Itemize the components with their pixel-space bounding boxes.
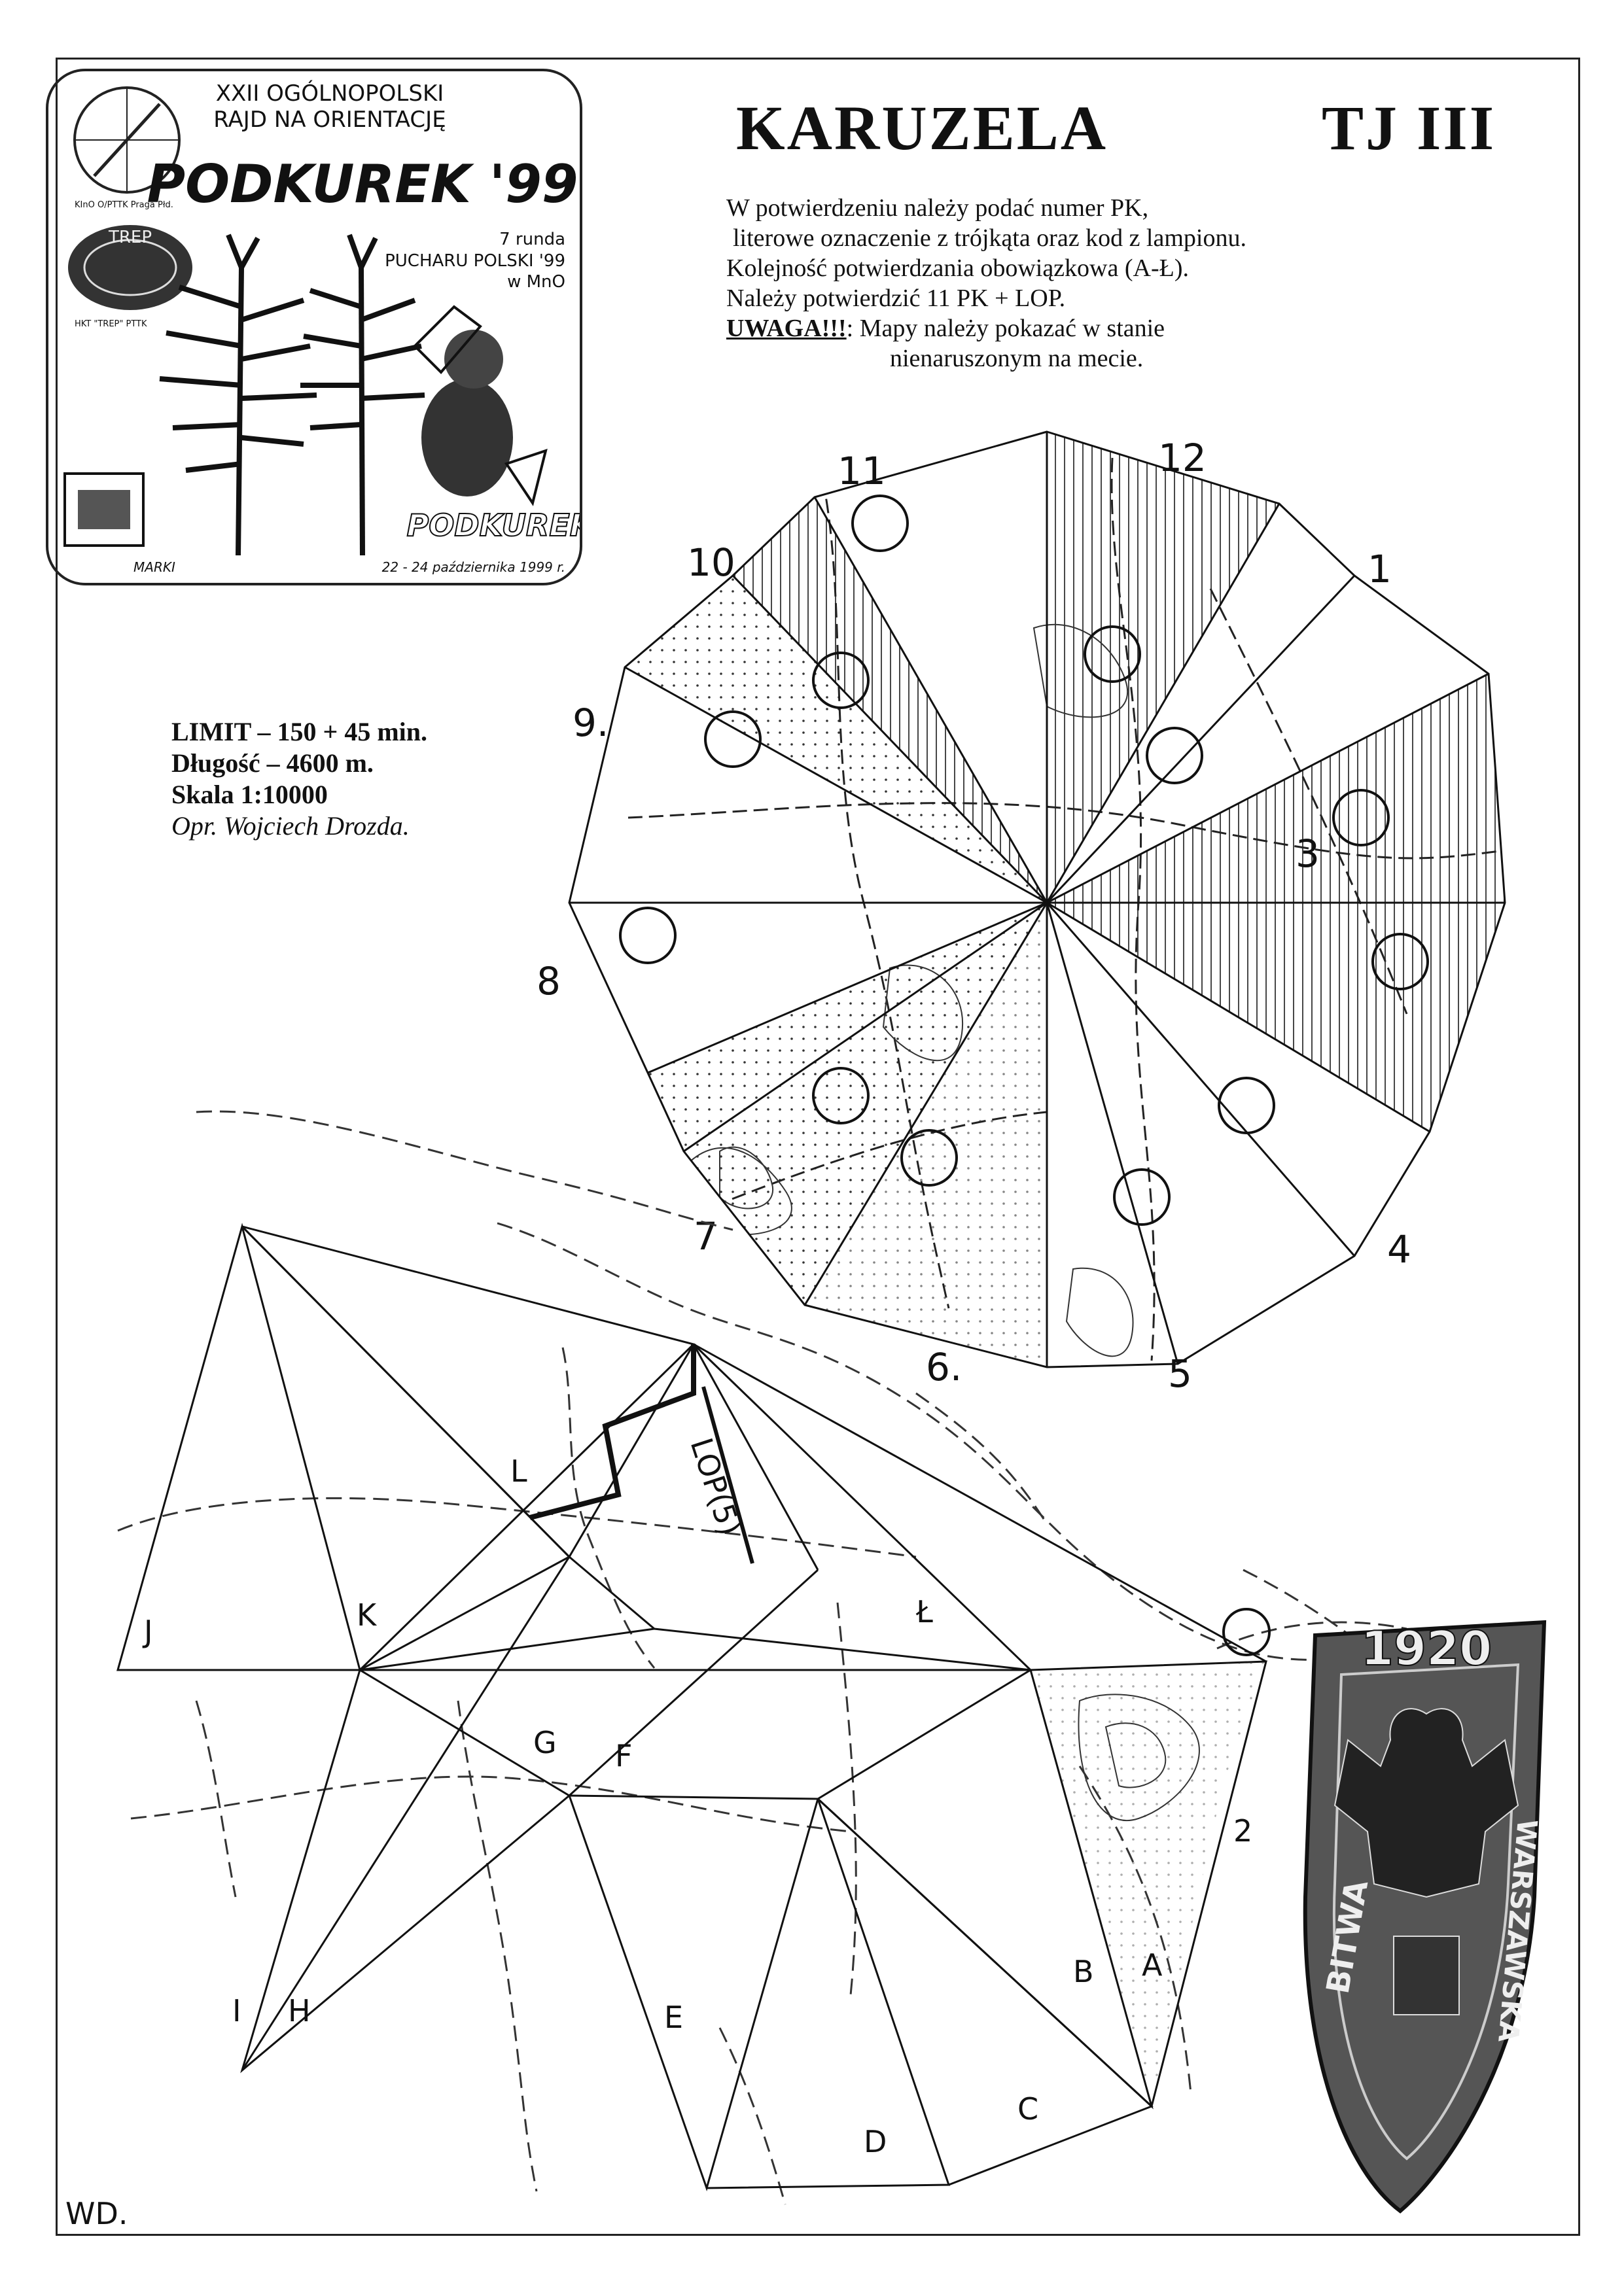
instruction-line: W potwierdzeniu należy podać numer PK, xyxy=(726,194,1149,222)
logo-town: MARKI xyxy=(133,559,175,575)
control-point-3b xyxy=(1371,933,1429,990)
lop-label: LOP(5) xyxy=(684,1434,749,1540)
logo-cup: PUCHARU POLSKI '99 xyxy=(385,251,565,271)
sector-label-8: 8 xyxy=(537,959,561,1003)
category-label: TJ III xyxy=(1322,93,1496,163)
sector-label-5: 5 xyxy=(1168,1351,1192,1396)
logo-discipline: w MnO xyxy=(507,272,565,292)
sector-label-4: 4 xyxy=(1387,1227,1411,1272)
logo-org1: KInO O/PTTK Praga Płd. xyxy=(75,200,173,210)
karuzela-rosette: 1 3 4 5 6. 7 8 9. 10 11 12 xyxy=(537,430,1506,1396)
mascot-icon xyxy=(413,305,548,506)
logo-event-name: PODKUREK '99 xyxy=(147,154,578,215)
instruction-line: Należy potwierdzić 11 PK + LOP. xyxy=(726,285,1066,312)
page-frame xyxy=(56,58,1580,2236)
sector-numbers: 1 3 4 5 6. 7 8 9. 10 11 12 xyxy=(537,436,1411,1396)
control-point-1 xyxy=(1084,625,1141,683)
sector-label-1: 1 xyxy=(1368,547,1392,591)
letter-A: A xyxy=(1142,1947,1163,1983)
sector-label-10: 10 xyxy=(687,540,735,585)
letter-J: J xyxy=(142,1614,153,1649)
battle-stamp: 1920 BITWA WARSZAWSKA xyxy=(1303,1620,1547,2214)
town-crest-icon xyxy=(63,472,145,547)
letter-E: E xyxy=(664,2000,683,2035)
scale-text: Skala 1:10000 xyxy=(171,780,328,809)
event-logo-art: TREP XXII OGÓLNOPOLSKI RAJD NA ORIENTACJ… xyxy=(63,80,580,575)
author-initials: WD. xyxy=(65,2196,128,2231)
control-point-4 xyxy=(1218,1077,1275,1134)
control-point-circles xyxy=(619,495,1429,1226)
letter-K: K xyxy=(357,1597,378,1633)
logo-line1: XXII OGÓLNOPOLSKI xyxy=(216,80,444,107)
letter-F: F xyxy=(615,1738,632,1773)
control-point-6 xyxy=(900,1129,958,1187)
sector-label-12: 12 xyxy=(1158,436,1207,480)
length-text: Długość – 4600 m. xyxy=(171,748,374,778)
stamp-year: 1920 xyxy=(1361,1621,1492,1676)
letter-B: B xyxy=(1073,1954,1094,1989)
letter-Ł: Ł xyxy=(915,1594,933,1629)
logo-mascot-label: PODKUREK xyxy=(407,508,580,543)
sector-label-7: 7 xyxy=(694,1214,718,1259)
logo-dates: 22 - 24 października 1999 r. xyxy=(382,559,565,575)
sector-label-9: 9. xyxy=(573,701,609,745)
letter-L: L xyxy=(510,1453,527,1489)
rosette-spokes xyxy=(568,430,1506,1368)
warning-text: : Mapy należy pokazać w stanie xyxy=(846,315,1165,342)
letter-G: G xyxy=(533,1725,557,1760)
lop-path xyxy=(529,1344,696,1520)
limit-text: LIMIT – 150 + 45 min. xyxy=(171,717,427,746)
control-point-11 xyxy=(851,495,909,552)
sector-label-6: 6. xyxy=(926,1345,962,1389)
warning-line-2: nienaruszonym na mecie. xyxy=(890,345,1144,372)
letter-D: D xyxy=(864,2124,887,2159)
triangle-letters: A B C D E F G H I J K L Ł xyxy=(142,1453,1163,2159)
sector-label-3: 3 xyxy=(1296,831,1320,876)
instruction-line: Kolejność potwierdzania obowiązkowa (A-Ł… xyxy=(726,254,1189,282)
lop-line xyxy=(701,1386,754,1564)
letter-I: I xyxy=(232,1993,241,2028)
logo-line2: RAJD NA ORIENTACJĘ xyxy=(213,107,446,133)
control-point-8 xyxy=(619,907,677,964)
warning-line: UWAGA!!!: Mapy należy pokazać w stanie xyxy=(726,313,1381,343)
triangle-network xyxy=(116,1223,1267,2191)
control-point-7 xyxy=(812,1067,870,1124)
instructions-block: W potwierdzeniu należy podać numer PK, l… xyxy=(726,193,1381,374)
letter-C: C xyxy=(1017,2091,1038,2127)
warning-label: UWAGA!!! xyxy=(726,315,847,342)
start-circle xyxy=(1222,1608,1271,1656)
eagle-icon xyxy=(1333,1708,1519,2015)
control-point-10 xyxy=(812,652,870,709)
course-info: LIMIT – 150 + 45 min. Długość – 4600 m. … xyxy=(171,716,564,841)
trees-icon xyxy=(159,234,425,556)
event-logo: TREP XXII OGÓLNOPOLSKI RAJD NA ORIENTACJ… xyxy=(46,69,582,585)
logo-round: 7 runda xyxy=(499,230,565,249)
letter-H: H xyxy=(288,1993,311,2028)
triangle-J xyxy=(116,1223,361,1671)
sector-label-11: 11 xyxy=(838,449,886,493)
control-point-3 xyxy=(1332,789,1390,846)
page-title: KARUZELA xyxy=(736,93,1108,163)
sector-label-2: 2 xyxy=(1233,1813,1252,1849)
logo-org2: HKT "TREP" PTTK xyxy=(75,319,147,329)
instruction-line: literowe oznaczenie z trójkąta oraz kod … xyxy=(733,224,1246,252)
badge-text: TREP xyxy=(108,228,152,247)
control-point-2r xyxy=(1146,727,1203,784)
control-point-9 xyxy=(704,710,762,768)
author-text: Opr. Wojciech Drozda. xyxy=(171,811,410,841)
control-point-5 xyxy=(1113,1168,1171,1226)
